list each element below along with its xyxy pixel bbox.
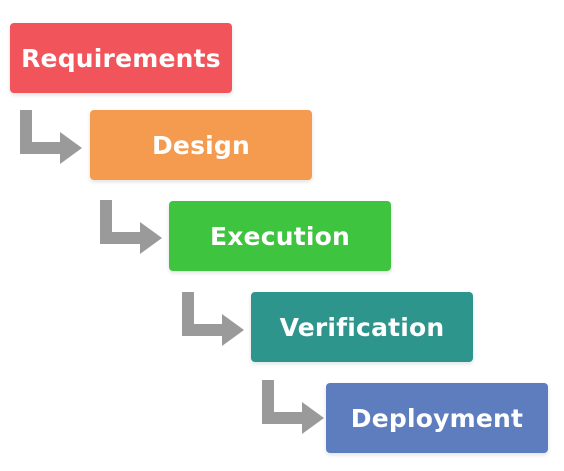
arrow-down-right-icon — [262, 380, 324, 434]
arrow-down-right-icon — [100, 200, 162, 254]
stage-requirements: Requirements — [10, 23, 232, 93]
stage-deployment: Deployment — [326, 383, 548, 453]
stage-label: Deployment — [350, 403, 524, 433]
stage-execution: Execution — [169, 201, 391, 271]
stage-label: Requirements — [21, 43, 221, 73]
arrow-down-right-icon — [182, 292, 244, 346]
arrow-down-right-icon — [20, 110, 82, 164]
stage-label: Execution — [209, 221, 351, 251]
stage-verification: Verification — [251, 292, 473, 362]
stage-design: Design — [90, 110, 312, 180]
stage-label: Verification — [279, 312, 445, 342]
stage-label: Design — [151, 130, 251, 160]
